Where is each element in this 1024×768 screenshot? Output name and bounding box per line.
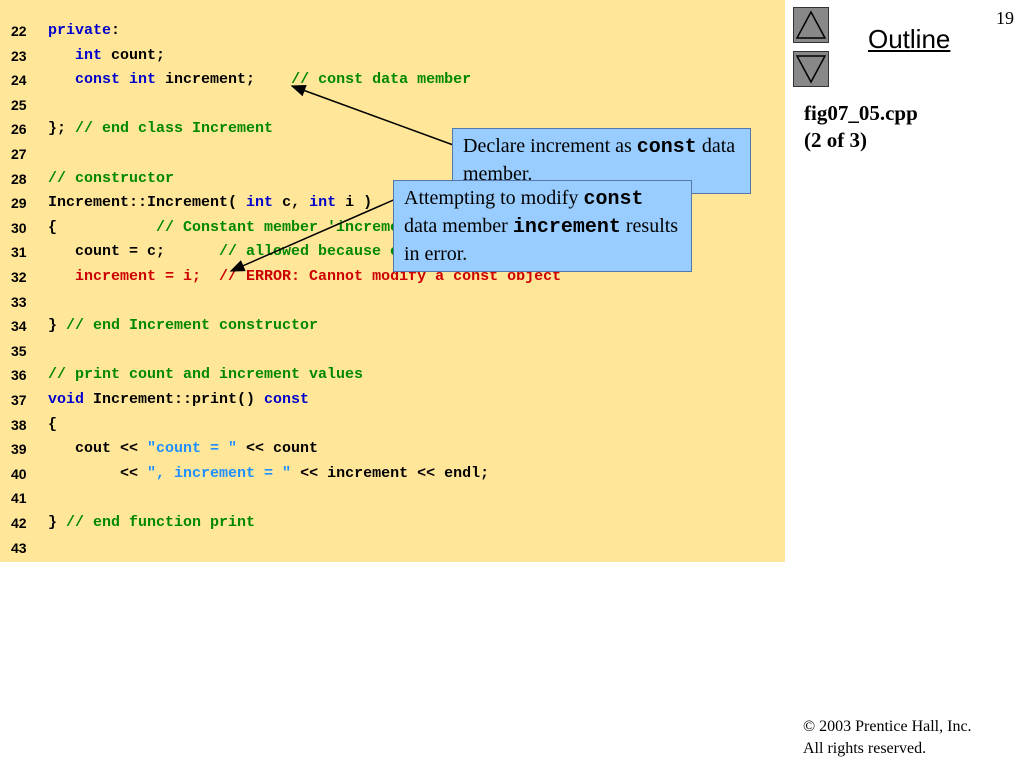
callout-2-text-end: results in error. bbox=[404, 215, 679, 265]
callout-2-code-2: increment bbox=[512, 216, 621, 239]
code-token: << increment << endl; bbox=[291, 464, 490, 482]
line-number: 29 bbox=[11, 195, 27, 212]
line-number: 34 bbox=[11, 318, 27, 335]
next-slide-button[interactable] bbox=[793, 51, 829, 87]
code-text: increment = i; // ERROR: Cannot modify a… bbox=[48, 265, 561, 289]
line-number: 32 bbox=[11, 269, 27, 285]
code-text: void Increment::print() const bbox=[48, 388, 309, 412]
code-token: // constructor bbox=[48, 169, 175, 187]
line-number: 28 bbox=[11, 170, 27, 187]
line-number: 42 bbox=[11, 515, 27, 531]
code-text: int count; bbox=[48, 44, 165, 68]
code-token bbox=[48, 268, 75, 285]
callout-1-text: Declare increment as bbox=[463, 135, 637, 157]
code-text: cout << "count = " << count bbox=[48, 437, 318, 461]
file-part: (2 of 3) bbox=[804, 128, 867, 152]
line-number: 39 bbox=[11, 441, 27, 458]
file-name: fig07_05.cpp bbox=[804, 101, 918, 125]
code-token bbox=[48, 47, 75, 64]
code-token: int bbox=[309, 194, 337, 212]
code-text: << ", increment = " << increment << endl… bbox=[48, 462, 489, 486]
triangle-up-icon bbox=[795, 10, 827, 39]
code-text: } // end function print bbox=[48, 511, 255, 535]
code-token: increment = i; // ERROR: Cannot modify a… bbox=[75, 268, 562, 285]
triangle-down-icon bbox=[795, 55, 827, 84]
callout-2-text: Attempting to modify bbox=[404, 187, 584, 209]
code-text: // print count and increment values bbox=[48, 363, 363, 387]
line-number: 26 bbox=[11, 121, 27, 138]
code-token: { bbox=[48, 415, 58, 433]
code-text: }; // end class Increment bbox=[48, 117, 273, 141]
line-number: 24 bbox=[11, 72, 27, 89]
line-number: 31 bbox=[11, 244, 27, 261]
page-number: 19 bbox=[996, 8, 1014, 28]
code-token: ", increment = " bbox=[147, 464, 292, 482]
line-number: 41 bbox=[11, 490, 27, 507]
code-text: } // end Increment constructor bbox=[48, 314, 318, 338]
code-token: // end Increment constructor bbox=[66, 317, 319, 335]
code-token: int bbox=[75, 46, 103, 64]
line-number: 30 bbox=[11, 219, 27, 236]
code-token: // end function print bbox=[66, 514, 256, 531]
callout-1-text-end: data member. bbox=[463, 135, 736, 185]
code-token: "count = " bbox=[147, 440, 238, 458]
code-token: // print count and increment values bbox=[48, 366, 364, 384]
code-token: int bbox=[246, 194, 274, 212]
code-token: } bbox=[48, 317, 67, 335]
code-token: : bbox=[111, 22, 121, 39]
code-token: increment; bbox=[156, 71, 292, 89]
line-number: 33 bbox=[11, 293, 27, 310]
code-token: count = c; bbox=[48, 243, 220, 261]
line-number: 43 bbox=[11, 539, 27, 556]
code-token: << bbox=[48, 464, 148, 482]
line-number: 22 bbox=[11, 23, 27, 39]
code-token: void bbox=[48, 391, 85, 408]
line-number: 35 bbox=[11, 342, 27, 359]
callout-1-code: const bbox=[636, 136, 697, 159]
line-number: 36 bbox=[11, 367, 27, 384]
code-token: private bbox=[48, 22, 112, 39]
callout-2-text-mid: data member bbox=[404, 215, 513, 237]
code-token: c, bbox=[273, 194, 310, 212]
code-token: cout << bbox=[48, 440, 148, 458]
code-token: { bbox=[48, 218, 157, 236]
line-number: 23 bbox=[11, 47, 27, 64]
code-token: Increment::print() bbox=[84, 391, 265, 408]
code-listing: 22 private: 23 int count; 24 const int incr… bbox=[0, 0, 785, 562]
callout-modify-error: Attempting to modify const data member i… bbox=[393, 180, 692, 272]
callout-2-code: const bbox=[583, 188, 644, 211]
code-text: Increment::Increment( int c, int i ) bbox=[48, 191, 372, 215]
code-token: << count bbox=[237, 440, 319, 458]
rights-line: All rights reserved. bbox=[803, 740, 927, 757]
line-number: 40 bbox=[11, 465, 27, 482]
code-token: const bbox=[264, 391, 310, 408]
code-text: { bbox=[48, 413, 57, 437]
code-token: const int bbox=[75, 71, 157, 89]
outline-link[interactable]: Outline bbox=[868, 24, 951, 54]
copyright-line: © 2003 Prentice Hall, Inc. bbox=[803, 718, 972, 735]
code-token bbox=[48, 71, 75, 88]
code-token: // const data member bbox=[291, 71, 472, 89]
code-text: private: bbox=[48, 19, 120, 43]
code-token: count; bbox=[102, 46, 166, 64]
code-text: // constructor bbox=[48, 167, 174, 191]
code-token: Increment::Increment( bbox=[48, 194, 247, 212]
previous-slide-button[interactable] bbox=[793, 7, 829, 43]
line-number: 25 bbox=[11, 96, 27, 113]
code-token: // end class Increment bbox=[75, 120, 274, 138]
code-token: }; bbox=[48, 120, 76, 138]
code-text: const int increment; // const data membe… bbox=[48, 68, 471, 92]
copyright: © 2003 Prentice Hall, Inc. All rights re… bbox=[803, 716, 972, 760]
line-number: 38 bbox=[11, 416, 27, 433]
line-number: 27 bbox=[11, 146, 27, 162]
line-number: 37 bbox=[11, 392, 27, 408]
code-token: } bbox=[48, 514, 67, 531]
code-token: i ) bbox=[336, 194, 373, 212]
